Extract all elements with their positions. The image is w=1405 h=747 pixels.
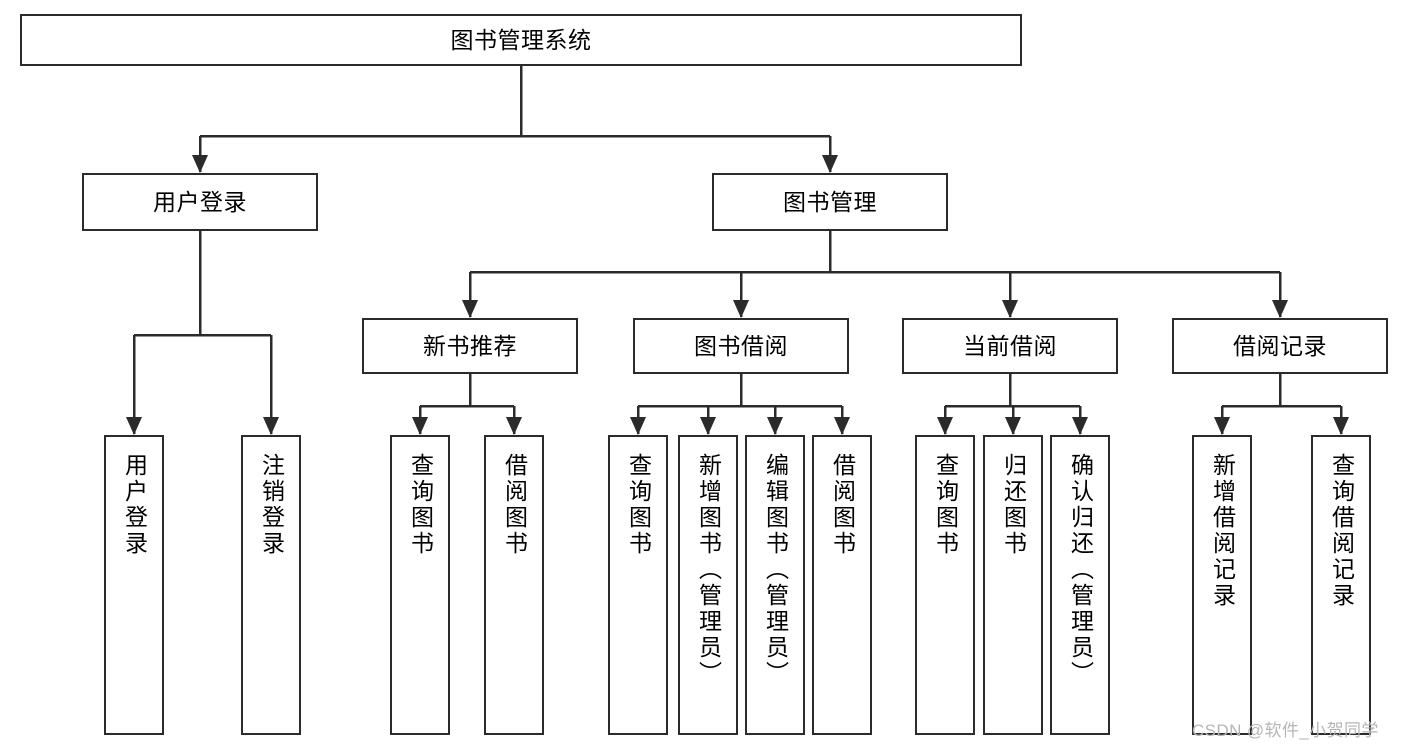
arrow-icon-leaf-query-book-3 bbox=[937, 417, 953, 435]
node-label: 注销登录 bbox=[258, 453, 285, 557]
arrow-icon-leaf-edit-book bbox=[767, 417, 783, 435]
node-leaf-return-book[interactable]: 归还图书 bbox=[983, 435, 1043, 735]
node-label: 图书管理 bbox=[783, 188, 877, 215]
node-book-borrow[interactable]: 图书借阅 bbox=[633, 318, 849, 374]
node-leaf-query-book-2[interactable]: 查询图书 bbox=[608, 435, 668, 735]
node-user-login[interactable]: 用户登录 bbox=[82, 173, 318, 231]
arrow-icon-book-mgmt bbox=[822, 155, 838, 173]
arrow-icon-leaf-return-book bbox=[1005, 417, 1021, 435]
node-label: 用户登录 bbox=[121, 453, 148, 557]
node-leaf-borrow-book-2[interactable]: 借阅图书 bbox=[812, 435, 872, 735]
arrow-icon-book-borrow bbox=[733, 300, 749, 318]
arrow-icon-leaf-user-login bbox=[126, 417, 142, 435]
node-label: 归还图书 bbox=[1000, 453, 1027, 557]
arrow-icon-leaf-user-logout bbox=[263, 417, 279, 435]
node-leaf-user-logout[interactable]: 注销登录 bbox=[241, 435, 301, 735]
arrow-icon-user-login bbox=[192, 155, 208, 173]
node-leaf-borrow-book-1[interactable]: 借阅图书 bbox=[484, 435, 544, 735]
node-leaf-confirm-return[interactable]: 确认归还（管理员） bbox=[1050, 435, 1110, 735]
node-label: 借阅记录 bbox=[1233, 332, 1327, 359]
node-leaf-query-record[interactable]: 查询借阅记录 bbox=[1311, 435, 1371, 735]
node-label: 查询借阅记录 bbox=[1328, 453, 1355, 609]
node-current-borrow[interactable]: 当前借阅 bbox=[902, 318, 1118, 374]
arrow-icon-leaf-borrow-book-2 bbox=[834, 417, 850, 435]
node-label: 借阅图书 bbox=[829, 453, 856, 557]
arrow-icon-leaf-query-book-2 bbox=[630, 417, 646, 435]
node-label: 查询图书 bbox=[625, 453, 652, 557]
node-label: 查询图书 bbox=[407, 453, 434, 557]
node-borrow-record[interactable]: 借阅记录 bbox=[1172, 318, 1388, 374]
node-label: 借阅图书 bbox=[501, 453, 528, 557]
node-leaf-add-book[interactable]: 新增图书（管理员） bbox=[678, 435, 738, 735]
node-label: 确认归还（管理员） bbox=[1067, 453, 1094, 687]
node-label: 用户登录 bbox=[153, 188, 247, 215]
arrow-icon-new-book-rec bbox=[462, 300, 478, 318]
node-new-book-rec[interactable]: 新书推荐 bbox=[362, 318, 578, 374]
arrow-icon-leaf-confirm-return bbox=[1072, 417, 1088, 435]
arrow-icon-current-borrow bbox=[1002, 300, 1018, 318]
node-leaf-edit-book[interactable]: 编辑图书（管理员） bbox=[745, 435, 805, 735]
arrow-icon-leaf-query-book-1 bbox=[412, 417, 428, 435]
node-leaf-user-login[interactable]: 用户登录 bbox=[104, 435, 164, 735]
node-label: 新书推荐 bbox=[423, 332, 517, 359]
node-leaf-add-record[interactable]: 新增借阅记录 bbox=[1192, 435, 1252, 735]
node-leaf-query-book-1[interactable]: 查询图书 bbox=[390, 435, 450, 735]
node-root[interactable]: 图书管理系统 bbox=[20, 14, 1022, 66]
node-label: 新增借阅记录 bbox=[1209, 453, 1236, 609]
node-label: 编辑图书（管理员） bbox=[762, 453, 789, 687]
node-label: 当前借阅 bbox=[963, 332, 1057, 359]
node-leaf-query-book-3[interactable]: 查询图书 bbox=[915, 435, 975, 735]
arrow-icon-leaf-add-book bbox=[700, 417, 716, 435]
arrow-icon-borrow-record bbox=[1272, 300, 1288, 318]
node-label: 新增图书（管理员） bbox=[695, 453, 722, 687]
watermark-label: CSDN @软件_小贺同学 bbox=[1192, 721, 1379, 740]
node-label: 查询图书 bbox=[932, 453, 959, 557]
arrow-icon-leaf-query-record bbox=[1333, 417, 1349, 435]
arrow-icon-leaf-borrow-book-1 bbox=[506, 417, 522, 435]
node-book-mgmt[interactable]: 图书管理 bbox=[712, 173, 948, 231]
node-label: 图书管理系统 bbox=[450, 26, 592, 53]
node-label: 图书借阅 bbox=[694, 332, 788, 359]
arrow-icon-leaf-add-record bbox=[1214, 417, 1230, 435]
